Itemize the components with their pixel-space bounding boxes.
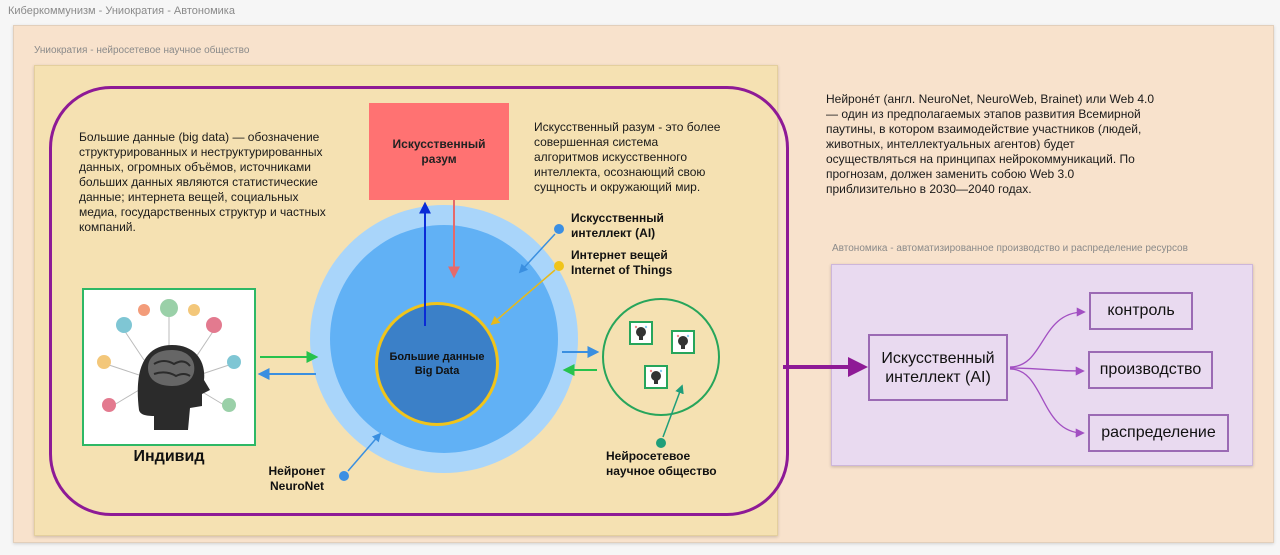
output-control-box[interactable]: контроль: [1089, 292, 1193, 330]
autonomics-ai-label: Искусственный интеллект (AI): [881, 349, 995, 386]
society-circle: [602, 298, 720, 416]
output-label: производство: [1099, 361, 1202, 378]
individual-box[interactable]: [82, 288, 256, 446]
artificial-mind-box[interactable]: Искусственный разум: [369, 103, 509, 200]
autonomics-label: Автономика - автоматизированное производ…: [832, 243, 1188, 254]
output-distribution-box[interactable]: распределение: [1088, 414, 1229, 452]
output-label: распределение: [1101, 424, 1216, 441]
society-label: Нейросетевое научное общество: [606, 449, 717, 478]
legend-ai-label: Искусственный интеллект (AI): [571, 211, 664, 240]
artificial-mind-description: Искусственный разум - это более совершен…: [534, 120, 721, 194]
brain-icon: [629, 321, 653, 345]
brain-icon: [644, 365, 668, 389]
neuronet-description: Нейроне́т (англ. NeuroNet, NeuroWeb, Bra…: [826, 92, 1155, 196]
individual-label: Индивид: [133, 448, 205, 465]
big-data-core-label: Большие данные Big Data: [389, 351, 485, 377]
brain-icon: [671, 330, 695, 354]
autonomics-ai-box[interactable]: Искусственный интеллект (AI): [868, 334, 1008, 401]
big-data-core[interactable]: Большие данные Big Data: [375, 302, 499, 426]
legend-iot-label: Интернет вещей Internet of Things: [571, 248, 673, 277]
breadcrumb: Киберкоммунизм - Униократия - Автономика: [8, 5, 235, 17]
output-production-box[interactable]: производство: [1088, 351, 1213, 389]
neuronet-label: Нейронет NeuroNet: [268, 464, 326, 493]
unicracy-label: Униократия - нейросетевое научное общест…: [34, 45, 250, 56]
head-brain-icon: [97, 299, 241, 430]
artificial-mind-label: Искусственный разум: [392, 136, 486, 166]
output-label: контроль: [1107, 302, 1175, 319]
big-data-description: Большие данные (big data) — обозначение …: [79, 130, 326, 234]
neuronet-boundary: [49, 86, 789, 516]
